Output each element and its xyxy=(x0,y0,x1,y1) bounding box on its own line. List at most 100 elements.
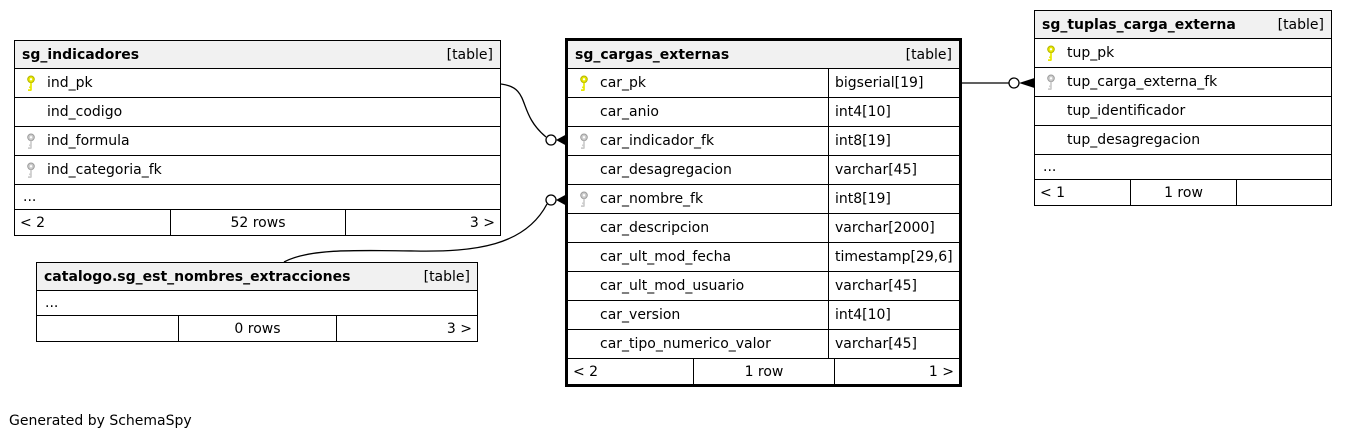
table-name[interactable]: sg_tuplas_carga_externa xyxy=(1042,16,1236,33)
column-type: int8[19] xyxy=(828,127,959,155)
table-footer: < 2 52 rows 3 > xyxy=(15,210,500,235)
key-icon xyxy=(578,249,590,266)
column-name: ind_formula xyxy=(47,133,130,149)
table-row: tup_carga_externa_fk xyxy=(1035,68,1331,97)
column-type: varchar[45] xyxy=(828,330,959,358)
table-catalogo-sg-est-nombres-extracciones[interactable]: catalogo.sg_est_nombres_extracciones [ta… xyxy=(36,262,478,342)
column-type: int4[10] xyxy=(828,98,959,126)
table-row: car_indicador_fk int8[19] xyxy=(568,127,959,156)
paging-prev: < 2 xyxy=(20,214,46,231)
table-tag: [table] xyxy=(423,268,470,285)
column-name: tup_identificador xyxy=(1067,103,1186,119)
paging-prev: < 1 xyxy=(1040,184,1066,201)
key-icon xyxy=(578,162,590,179)
crow-foot-icon xyxy=(556,194,567,206)
table-tag: [table] xyxy=(1277,16,1324,33)
column-name: car_indicador_fk xyxy=(600,133,715,149)
key-icon xyxy=(1045,45,1057,62)
key-icon xyxy=(25,104,37,121)
column-name: tup_carga_externa_fk xyxy=(1067,74,1218,90)
key-icon xyxy=(578,75,590,92)
table-row: car_nombre_fk int8[19] xyxy=(568,185,959,214)
column-name: car_ult_mod_usuario xyxy=(600,278,745,294)
key-icon xyxy=(578,220,590,237)
column-type: varchar[2000] xyxy=(828,214,959,242)
paging-next: 1 > xyxy=(833,359,959,384)
column-name: car_pk xyxy=(600,75,647,91)
column-name: car_descripcion xyxy=(600,220,710,236)
column-name: ind_codigo xyxy=(47,104,123,120)
column-type: int4[10] xyxy=(828,301,959,329)
ellipsis-row: ... xyxy=(37,291,477,316)
key-icon xyxy=(25,75,37,92)
paging-prev xyxy=(37,316,178,341)
table-sg-tuplas-carga-externa[interactable]: sg_tuplas_carga_externa [table] tup_pk t… xyxy=(1034,10,1332,206)
table-row: car_desagregacion varchar[45] xyxy=(568,156,959,185)
key-icon xyxy=(578,133,590,150)
key-icon xyxy=(25,162,37,179)
table-name[interactable]: sg_indicadores xyxy=(22,46,140,63)
relationship-ind-pk-to-car-indicador-fk xyxy=(500,83,547,138)
row-count: 0 rows xyxy=(177,316,336,341)
table-row: ind_categoria_fk xyxy=(15,156,500,185)
column-name: tup_desagregacion xyxy=(1067,132,1201,148)
table-tag: [table] xyxy=(446,46,493,63)
column-name: car_version xyxy=(600,307,681,323)
column-name: car_anio xyxy=(600,104,659,120)
table-footer: 0 rows 3 > xyxy=(37,316,477,341)
ellipsis-row: ... xyxy=(1035,155,1331,180)
key-icon xyxy=(1045,103,1057,120)
column-name: car_desagregacion xyxy=(600,162,732,178)
crow-foot-icon xyxy=(556,134,567,146)
column-type: timestamp[29,6] xyxy=(828,243,959,271)
table-header: sg_indicadores [table] xyxy=(15,41,500,69)
row-count: 1 row xyxy=(1129,180,1237,205)
crow-foot-icon xyxy=(1019,77,1036,89)
key-icon xyxy=(1045,132,1057,149)
column-name: car_tipo_numerico_valor xyxy=(600,336,771,352)
table-sg-cargas-externas[interactable]: sg_cargas_externas [table] car_pk bigser… xyxy=(565,38,962,387)
row-count: 52 rows xyxy=(170,210,345,235)
table-row: car_ult_mod_fecha timestamp[29,6] xyxy=(568,243,959,272)
column-type: int8[19] xyxy=(828,185,959,213)
column-name: tup_pk xyxy=(1067,45,1115,61)
paging-next xyxy=(1236,180,1331,205)
paging-next: 3 > xyxy=(344,210,500,235)
table-header: sg_cargas_externas [table] xyxy=(568,41,959,69)
ellipsis-row: ... xyxy=(15,185,500,210)
column-name: ind_pk xyxy=(47,75,93,91)
table-row: ind_formula xyxy=(15,127,500,156)
table-name[interactable]: catalogo.sg_est_nombres_extracciones xyxy=(44,268,351,285)
relationship-catalogo-to-car-nombre-fk xyxy=(283,203,548,263)
table-row: ind_pk xyxy=(15,69,500,98)
zero-marker-icon xyxy=(1008,77,1020,89)
table-row: tup_pk xyxy=(1035,39,1331,68)
key-icon xyxy=(578,307,590,324)
zero-marker-icon xyxy=(545,194,557,206)
table-header: catalogo.sg_est_nombres_extracciones [ta… xyxy=(37,263,477,291)
key-icon xyxy=(578,278,590,295)
table-header: sg_tuplas_carga_externa [table] xyxy=(1035,11,1331,39)
table-tag: [table] xyxy=(905,46,952,63)
column-type: varchar[45] xyxy=(828,272,959,300)
table-row: car_tipo_numerico_valor varchar[45] xyxy=(568,330,959,359)
table-row: tup_desagregacion xyxy=(1035,126,1331,155)
column-type: varchar[45] xyxy=(828,156,959,184)
key-icon xyxy=(25,133,37,150)
column-type: bigserial[19] xyxy=(828,69,959,97)
table-footer: < 1 1 row xyxy=(1035,180,1331,205)
generated-by-note: Generated by SchemaSpy xyxy=(9,413,192,429)
column-name: car_ult_mod_fecha xyxy=(600,249,732,265)
table-row: car_descripcion varchar[2000] xyxy=(568,214,959,243)
table-sg-indicadores[interactable]: sg_indicadores [table] ind_pk ind_codigo… xyxy=(14,40,501,236)
table-row: car_version int4[10] xyxy=(568,301,959,330)
zero-marker-icon xyxy=(545,134,557,146)
column-name: ind_categoria_fk xyxy=(47,162,162,178)
key-icon xyxy=(1045,74,1057,91)
row-count: 1 row xyxy=(693,359,834,384)
table-row: car_ult_mod_usuario varchar[45] xyxy=(568,272,959,301)
key-icon xyxy=(578,191,590,208)
table-name[interactable]: sg_cargas_externas xyxy=(575,46,730,63)
column-name: car_nombre_fk xyxy=(600,191,704,207)
